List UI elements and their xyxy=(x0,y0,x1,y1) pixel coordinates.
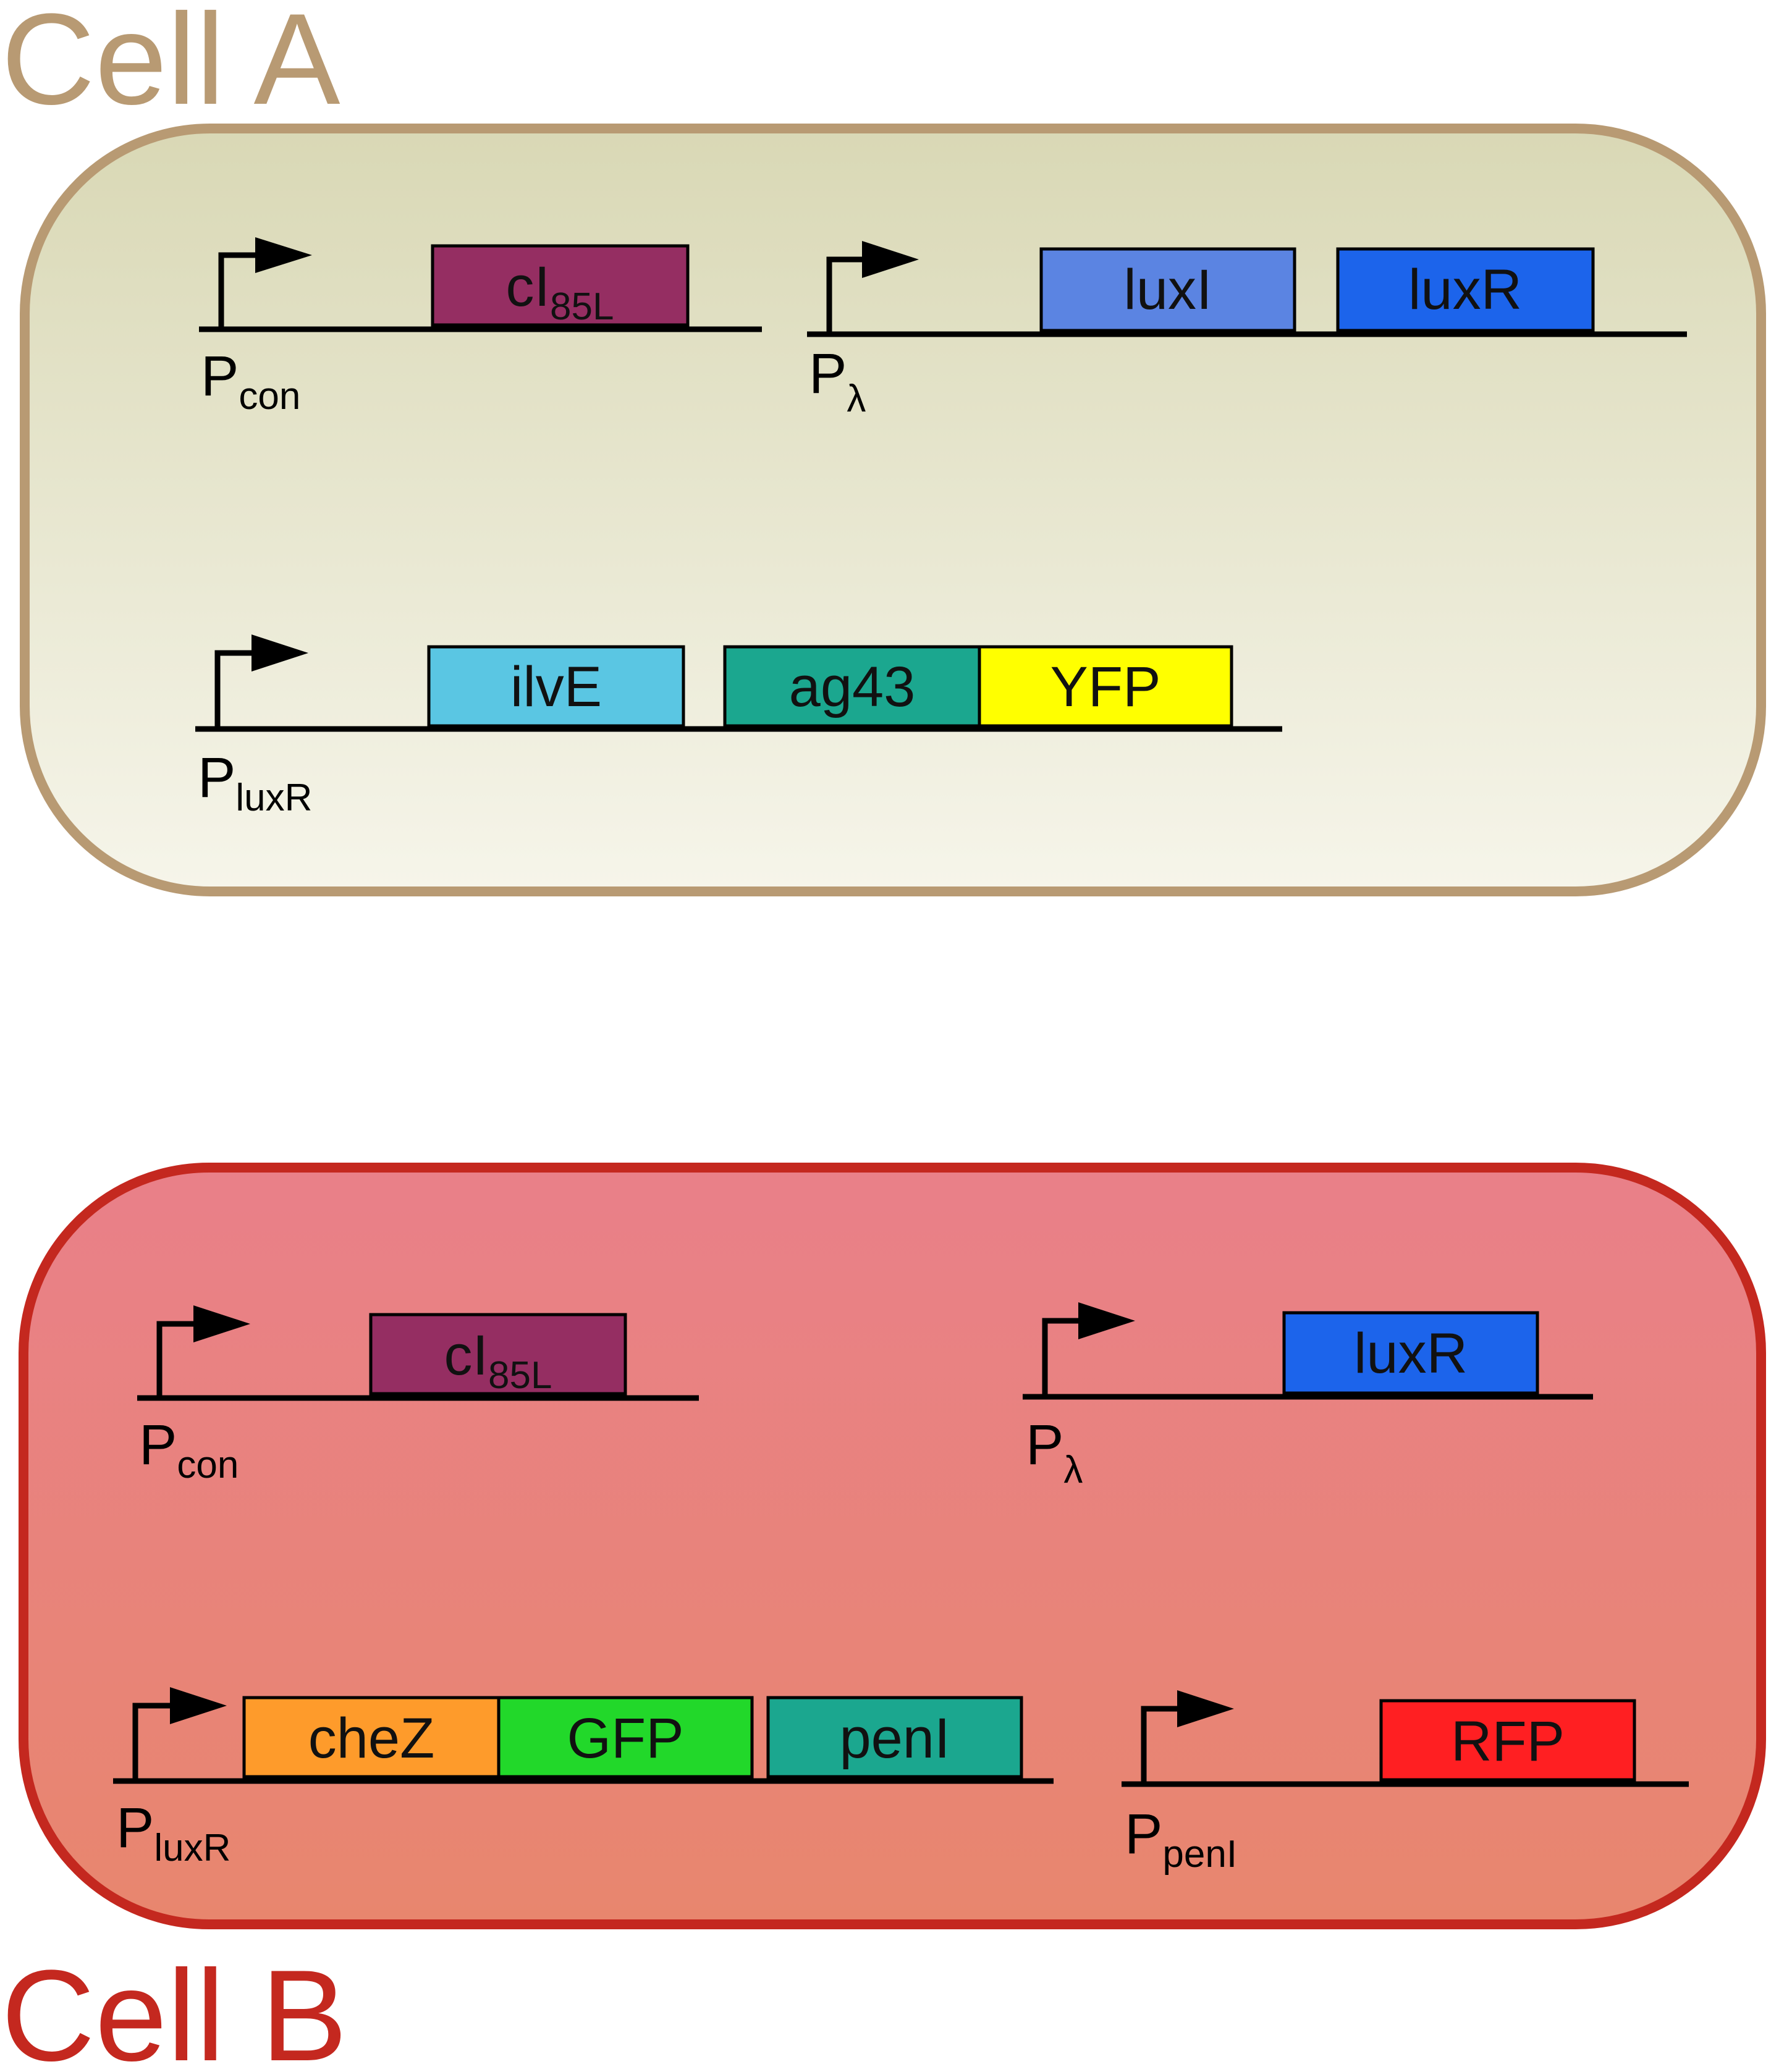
arrowhead-icon xyxy=(255,237,312,273)
gene-label-ilve: ilvE xyxy=(510,655,602,718)
promoter-label-ppeni: PpenI xyxy=(1125,1803,1237,1876)
promoter-label-plambda: Pλ xyxy=(809,342,866,420)
gene-label-peni: penI xyxy=(839,1707,950,1770)
cell-b-title: Cell B xyxy=(1,1943,347,2072)
gene-label-yfp: YFP xyxy=(1050,655,1161,718)
cell-b-construct-pluxr: cheZ GFP penI PluxR xyxy=(113,1687,1054,1869)
promoter-arrow-icon xyxy=(214,650,267,728)
gene-box-peni xyxy=(766,1696,1023,1779)
promoter-arrow-icon xyxy=(132,1703,185,1780)
promoter-arrow-icon xyxy=(826,256,877,333)
gene-label-luxr: luxR xyxy=(1408,258,1522,321)
gene-label-gfp: GFP xyxy=(567,1707,683,1770)
promoter-label-plambda: Pλ xyxy=(1026,1413,1083,1491)
promoter-label-pcon: Pcon xyxy=(201,345,300,418)
promoter-label-pluxr: PluxR xyxy=(198,746,312,819)
gene-box-ilve xyxy=(427,645,685,728)
gene-box-ci85l xyxy=(431,244,690,327)
cell-a-construct-pluxr: ilvE ag43 YFP PluxR xyxy=(195,634,1282,819)
gene-box-luxi xyxy=(1039,247,1296,332)
cell-b-construct-ppeni: RFP PpenI xyxy=(1122,1690,1689,1876)
gene-box-luxr xyxy=(1336,247,1595,332)
gene-box-rfp xyxy=(1379,1699,1636,1782)
promoter-arrow-icon xyxy=(1141,1706,1193,1783)
gene-label-chez: cheZ xyxy=(308,1707,435,1770)
gene-box-luxr xyxy=(1282,1311,1539,1395)
promoter-arrow-icon xyxy=(156,1321,209,1397)
cell-a-title: Cell A xyxy=(1,0,340,132)
arrowhead-icon xyxy=(862,241,919,278)
gene-label-ag43: ag43 xyxy=(789,655,916,718)
promoter-arrow-icon xyxy=(1042,1318,1094,1396)
gene-box-gfp xyxy=(497,1696,754,1779)
cell-b-construct-pcon: cI85L Pcon xyxy=(137,1305,699,1486)
gene-box-ci85l xyxy=(369,1313,627,1396)
arrowhead-icon xyxy=(1177,1690,1234,1727)
promoter-arrow-icon xyxy=(218,252,272,328)
cell-b-membrane xyxy=(19,1163,1766,1929)
gene-box-ag43 xyxy=(723,645,981,728)
gene-label-luxi: luxI xyxy=(1123,258,1212,321)
promoter-label-pcon: Pcon xyxy=(139,1413,239,1486)
promoter-label-pluxr: PluxR xyxy=(116,1796,230,1869)
gene-box-yfp xyxy=(978,645,1233,728)
arrowhead-icon xyxy=(251,634,308,672)
gene-label-ci85l: cI85L xyxy=(505,255,614,328)
cell-b-construct-plambda: luxR Pλ xyxy=(1023,1302,1593,1491)
cell-a-construct-pcon: cI85L Pcon xyxy=(199,237,762,418)
gene-label-rfp: RFP xyxy=(1451,1710,1565,1773)
cell-a-construct-plambda: luxI luxR Pλ xyxy=(807,241,1687,420)
arrowhead-icon xyxy=(193,1305,250,1342)
arrowhead-icon xyxy=(170,1687,227,1724)
gene-label-ci85l: cI85L xyxy=(444,1324,552,1397)
gene-label-luxr: luxR xyxy=(1354,1322,1468,1385)
arrowhead-icon xyxy=(1078,1302,1135,1339)
